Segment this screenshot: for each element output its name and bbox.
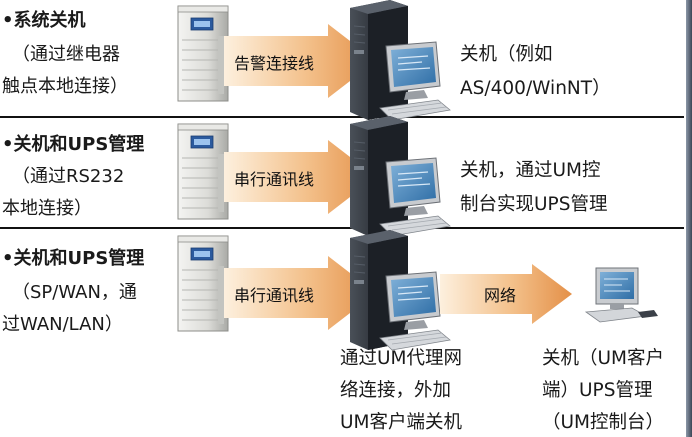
arrow-alarm-link (224, 24, 376, 98)
row-2-sub-line-1: （通过RS232 (12, 166, 125, 187)
arrow-serial-link (224, 256, 376, 330)
ups-cabinet-icon (177, 5, 229, 102)
agent-caption-line-2: 络连接，外加 (340, 380, 452, 401)
row-2-result-line-1: 关机，通过UM控 (460, 160, 601, 181)
row-3-link-label: 串行通讯线 (234, 286, 315, 305)
row-2-link-label: 串行通讯线 (234, 170, 315, 189)
server-tower-icon (349, 229, 451, 351)
client-caption-line-1: 关机（UM客户 (542, 348, 665, 369)
agent-caption-line-1: 通过UM代理网 (340, 348, 463, 369)
row-3-network-label: 网络 (484, 286, 517, 305)
ups-cabinet-icon (177, 123, 229, 220)
agent-caption-line-3: UM客户端关机 (340, 412, 463, 433)
client-caption-line-3: （UM控制台） (542, 412, 665, 433)
row-1-sub-line-1: （通过继电器 (12, 44, 120, 65)
row-1-sub-line-2: 触点本地连接） (2, 76, 128, 97)
row-2-result-line-2: 制台实现UPS管理 (460, 194, 608, 215)
client-caption-line-2: 端）UPS管理 (542, 380, 653, 401)
row-2-title: •关机和UPS管理 (2, 134, 145, 155)
row-1-result-line-2: AS/400/WinNT） (460, 78, 611, 99)
row-1-link-label: 告警连接线 (234, 54, 315, 73)
workstation-icon (585, 267, 659, 323)
row-1-title: •系统关机 (2, 10, 86, 31)
row-3-title: •关机和UPS管理 (2, 248, 145, 269)
server-tower-icon (349, 115, 451, 237)
arrow-serial-link (224, 140, 376, 214)
arrow-network-link (440, 264, 572, 324)
ups-cabinet-icon (177, 235, 229, 332)
row-divider-2 (0, 227, 684, 229)
row-3-sub-line-1: （SP/WAN，通 (12, 282, 137, 303)
row-1-result-line-1: 关机（例如 (460, 44, 553, 65)
row-divider-1 (0, 116, 684, 118)
server-tower-icon (349, 0, 451, 121)
page-edge-strip (686, 0, 692, 437)
row-3-sub-line-2: 过WAN/LAN） (2, 314, 123, 335)
row-2-sub-line-2: 本地连接） (2, 198, 92, 219)
